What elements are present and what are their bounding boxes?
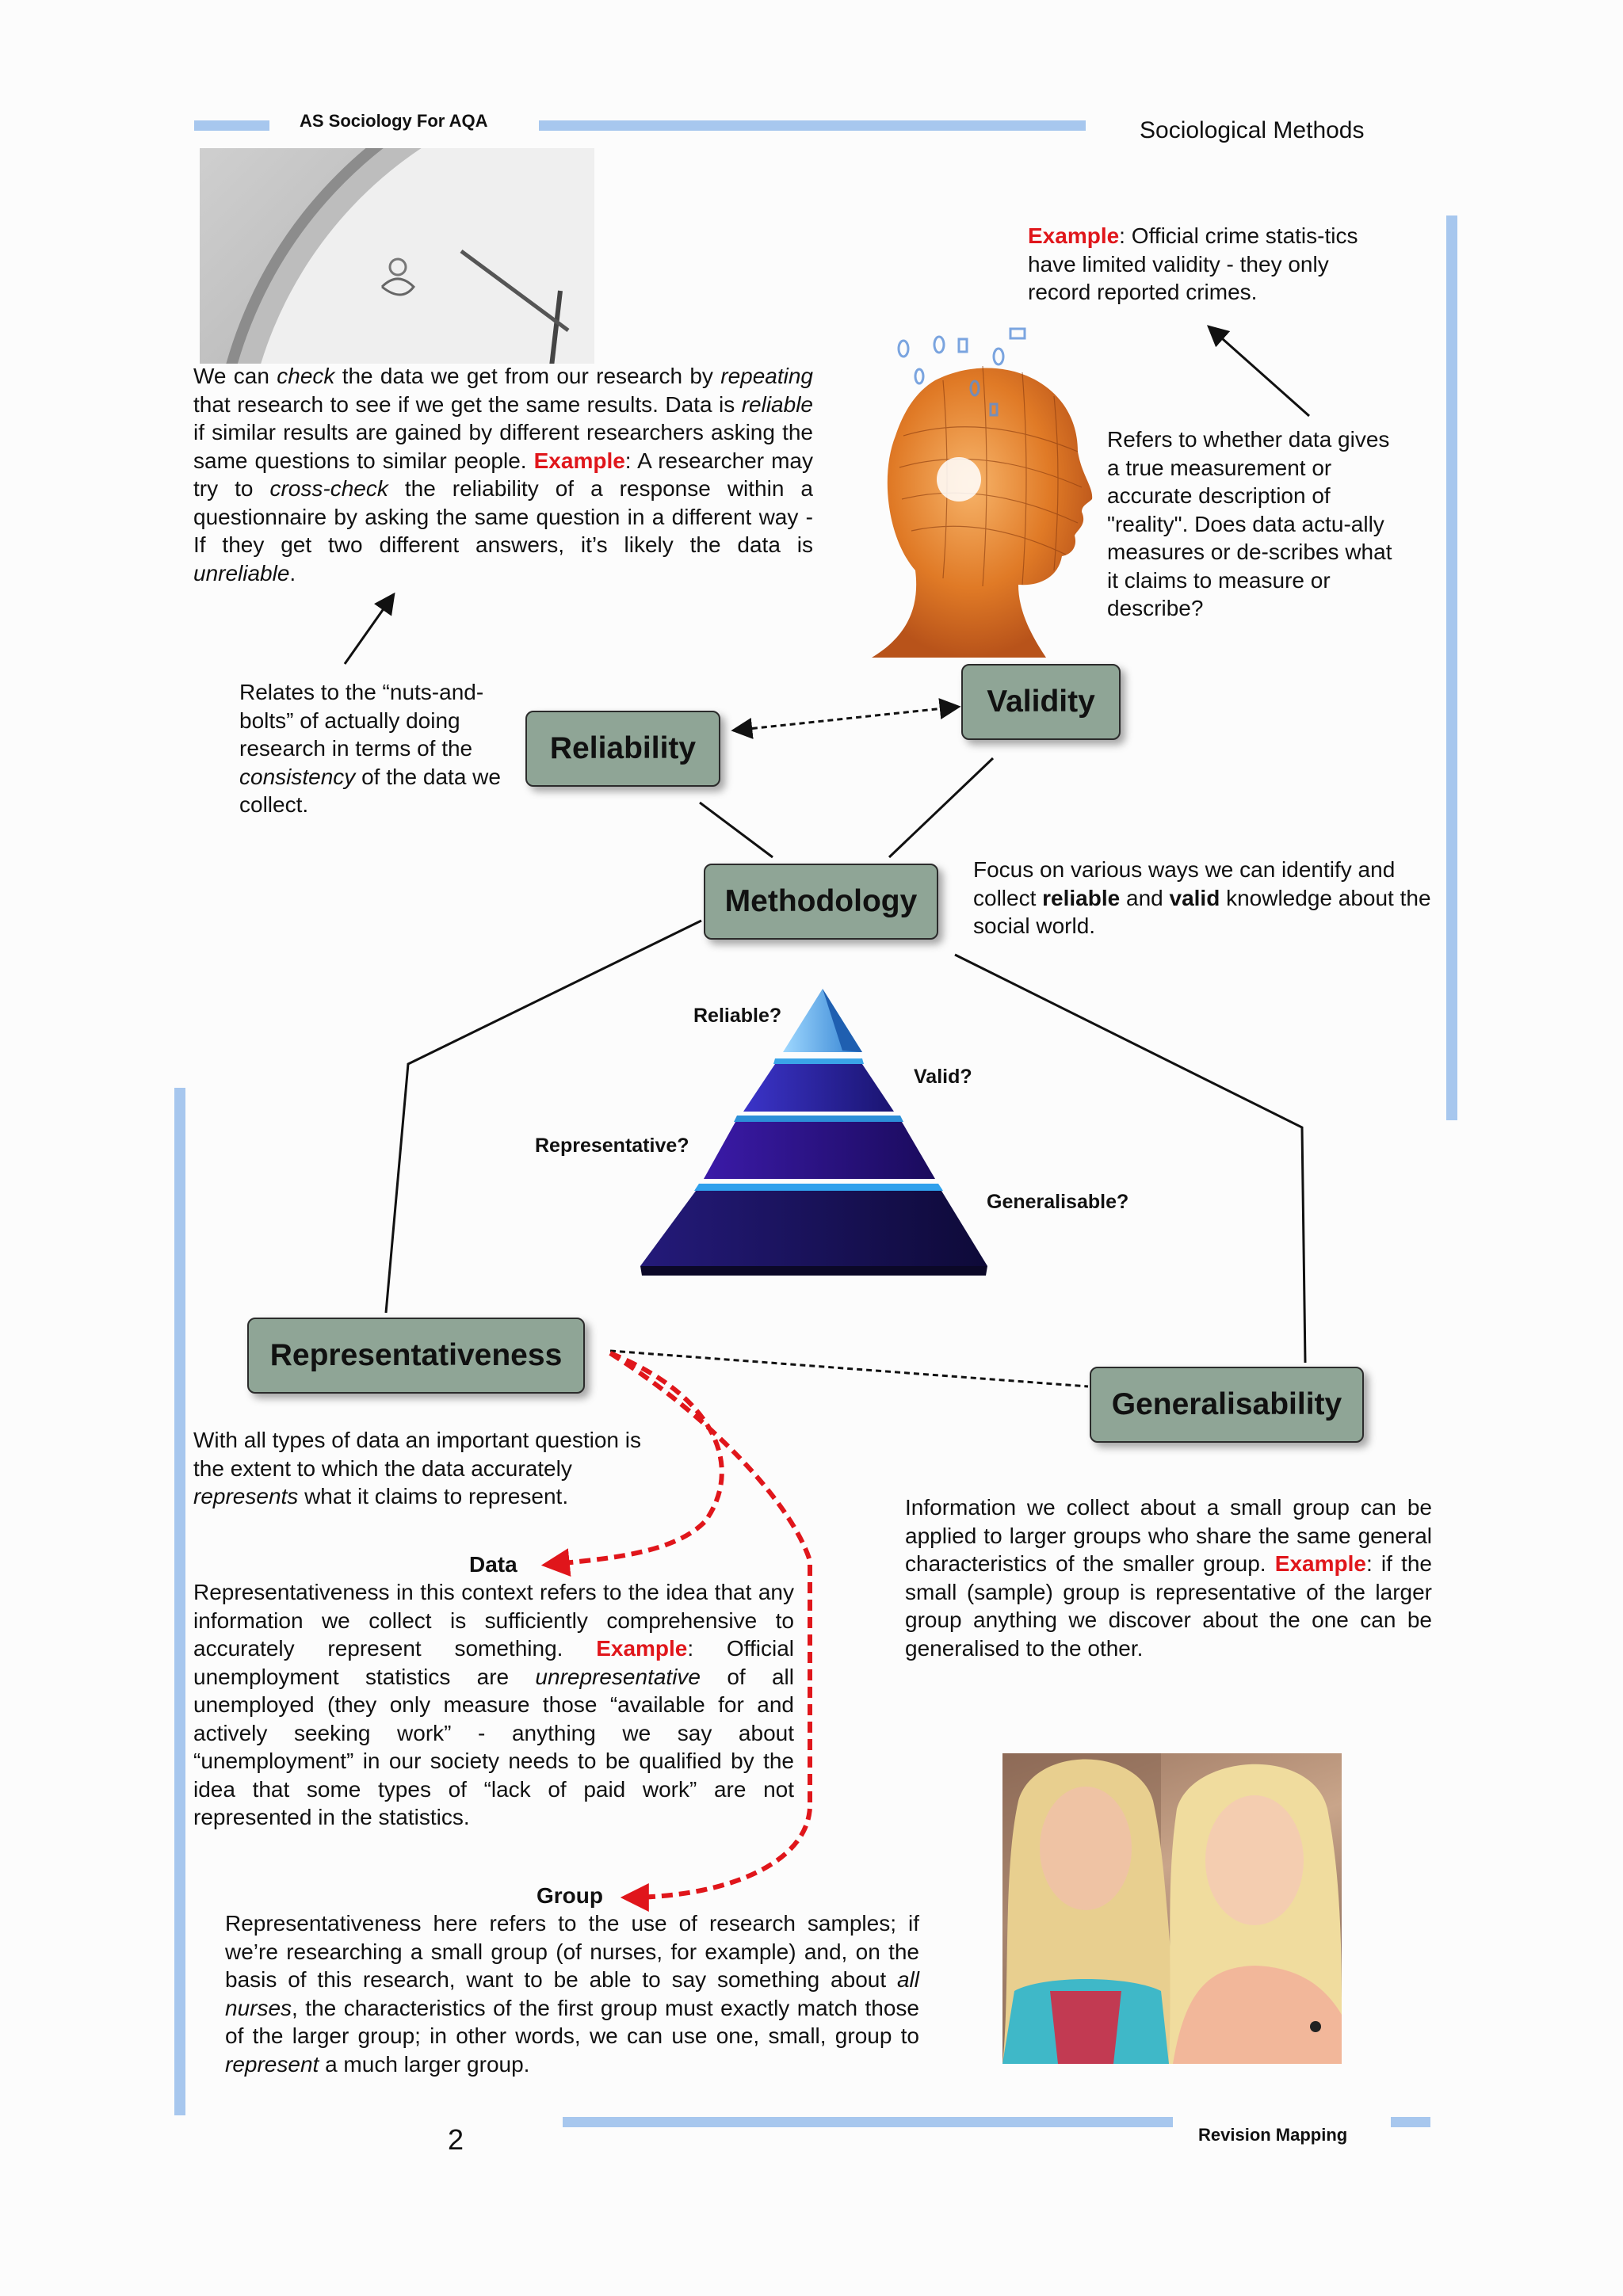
text-span: : if the small (sample) group is represe… (905, 1551, 1433, 1661)
footer-label-bg (1173, 2114, 1391, 2142)
italic-unreliable: unreliable (193, 560, 290, 585)
bold-valid: valid (1169, 885, 1220, 910)
text-span: Representativeness here refers to the us… (225, 1911, 919, 1992)
header-left-title: AS Sociology For AQA (300, 111, 488, 131)
validity-example: Example: Official crime statis-tics have… (1028, 222, 1384, 307)
generalisability-description: Information we collect about a small gro… (905, 1493, 1432, 1662)
example-label: Example (1274, 1551, 1366, 1576)
clock-image (200, 148, 594, 364)
photo-two-women (1002, 1753, 1342, 2064)
italic-reliable: reliable (741, 391, 813, 417)
head-image (840, 317, 1109, 658)
italic-cross-check: cross-check (269, 476, 388, 501)
text-span: , the characteristics of the first group… (225, 1995, 919, 2049)
text-span: that research to see if we get the same … (193, 391, 659, 417)
text-span: : Official unemployment statistics are (193, 1636, 794, 1689)
generalisability-node: Generalisability (1090, 1367, 1364, 1443)
pyramid-label-reliable: Reliable? (693, 1005, 782, 1027)
methodology-node: Methodology (704, 864, 938, 940)
italic-check: check (277, 364, 335, 388)
reliability-description: Relates to the “nuts-and-bolts” of actua… (239, 678, 513, 819)
text-span: and (1120, 885, 1170, 910)
text-span: We can (193, 364, 277, 388)
text-span: With all types of data an important ques… (193, 1428, 641, 1481)
text-span: Data is (665, 391, 742, 417)
italic-consistency: consistency (239, 764, 356, 789)
right-margin-bar (1446, 215, 1457, 1120)
example-label: Example (1028, 223, 1120, 248)
reliability-text: We can check the data we get from our re… (193, 362, 813, 587)
page-number: 2 (448, 2123, 464, 2156)
pyramid-image (640, 989, 989, 1306)
header-bar-left (194, 120, 269, 131)
italic-represent: represent (225, 2051, 319, 2077)
example-label: Example (533, 448, 625, 473)
text-span: : A researcher may try to (193, 448, 814, 502)
data-section-body: Representativeness in this context refer… (193, 1578, 794, 1832)
text-span: knowledge about the social world. (973, 885, 1431, 939)
italic-all-nurses: all nurses (225, 1967, 919, 2020)
validity-description: Refers to whether data gives a true meas… (1107, 427, 1392, 620)
italic-unrepresentative: unrepresentative (535, 1664, 701, 1689)
representativeness-description: With all types of data an important ques… (193, 1426, 669, 1511)
text-span: . (289, 560, 296, 585)
left-margin-bar (174, 1088, 185, 2115)
text-span: what it claims to represent. (298, 1484, 569, 1508)
group-section-body: Representativeness here refers to the us… (225, 1909, 919, 2078)
pyramid-label-valid: Valid? (914, 1066, 972, 1088)
header-right-title: Sociological Methods (1140, 117, 1365, 143)
italic-repeating: repeating (720, 364, 814, 388)
text-span: Representativeness in this context refer… (193, 1580, 794, 1661)
data-heading: Data (469, 1552, 517, 1577)
text-span: the data we get from our research by (334, 364, 713, 388)
pyramid-label-generalisable: Generalisable? (987, 1191, 1129, 1213)
validity-node: Validity (961, 664, 1121, 740)
text-span: a much larger group. (319, 2051, 530, 2077)
reliability-node: Reliability (525, 711, 720, 787)
group-heading: Group (537, 1883, 603, 1908)
text-span: : Official crime statis-tics have limite… (1028, 223, 1358, 304)
text-span: of the data we collect. (239, 764, 501, 818)
text-span: Focus on various ways we can identify an… (973, 857, 1396, 910)
example-label: Example (596, 1636, 688, 1661)
text-span: Information we collect about a small gro… (905, 1495, 1432, 1576)
text-span: Relates to the “nuts-and-bolts” of actua… (239, 680, 484, 761)
text-span: if similar results are gained by differe… (193, 420, 813, 473)
italic-represents: represents (193, 1484, 299, 1508)
methodology-description: Focus on various ways we can identify an… (973, 856, 1437, 940)
header-bar-right (539, 120, 1086, 131)
text-span: the reliability of a response within a q… (193, 476, 813, 557)
bold-reliable: reliable (1042, 885, 1121, 910)
representativeness-node: Representativeness (247, 1318, 585, 1394)
footer-label: Revision Mapping (1198, 2125, 1348, 2145)
pyramid-label-representative: Representative? (535, 1135, 689, 1157)
text-span: of all unemployed (they only measure tho… (193, 1664, 794, 1830)
